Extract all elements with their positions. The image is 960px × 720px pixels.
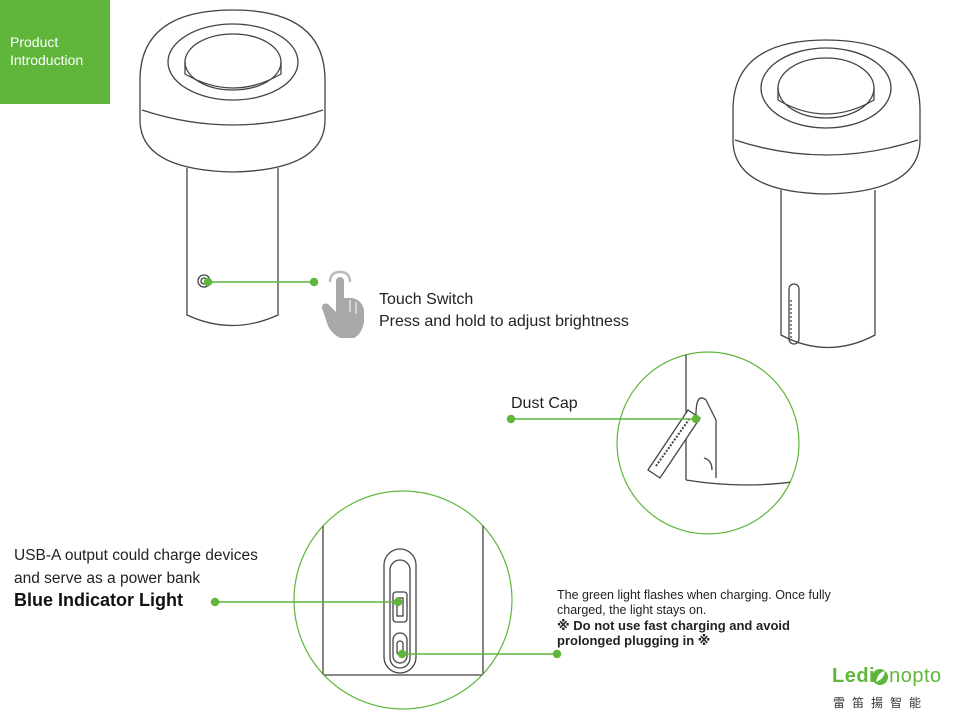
- lamp-side-view: [732, 39, 921, 349]
- dust-cap-zoom: [616, 351, 800, 535]
- hand-pointer-icon: [322, 270, 364, 338]
- usb-line-2: and serve as a power bank: [14, 570, 201, 587]
- brand-logo: Ledi nopto: [832, 665, 942, 688]
- charging-note-line-2: charged, the light stays on.: [557, 603, 707, 617]
- dust-cap-label: Dust Cap: [511, 395, 578, 412]
- callout-lines: [203, 277, 701, 659]
- badge-line-1: Product: [10, 34, 59, 50]
- leaf-icon: [872, 669, 888, 685]
- brand-right: nopto: [889, 665, 942, 687]
- usb-a-port: [392, 591, 408, 623]
- brand-left: Ledi: [832, 665, 876, 687]
- brand-chinese: 雷笛揚智能: [833, 696, 929, 710]
- usb-description: USB-A output could charge devices and se…: [14, 544, 258, 590]
- section-badge: Product Introduction: [0, 0, 110, 104]
- badge-line-2: Introduction: [10, 52, 84, 68]
- touch-switch-desc: Press and hold to adjust brightness: [379, 313, 629, 330]
- usb-port-zoom: [293, 490, 513, 710]
- touch-switch-title: Touch Switch: [379, 291, 474, 308]
- touch-switch-label: Touch Switch Press and hold to adjust br…: [379, 289, 629, 333]
- blue-indicator-label: Blue Indicator Light: [14, 590, 183, 610]
- usb-c-port: [392, 632, 408, 664]
- charging-note-line-1: The green light flashes when charging. O…: [557, 588, 831, 602]
- charging-warning-line-1: ※ Do not use fast charging and avoid: [557, 618, 790, 633]
- charging-warning-line-2: prolonged plugging in ※: [557, 633, 711, 648]
- charging-note: The green light flashes when charging. O…: [557, 588, 831, 648]
- lamp-front-view: [139, 9, 326, 327]
- usb-line-1: USB-A output could charge devices: [14, 547, 258, 564]
